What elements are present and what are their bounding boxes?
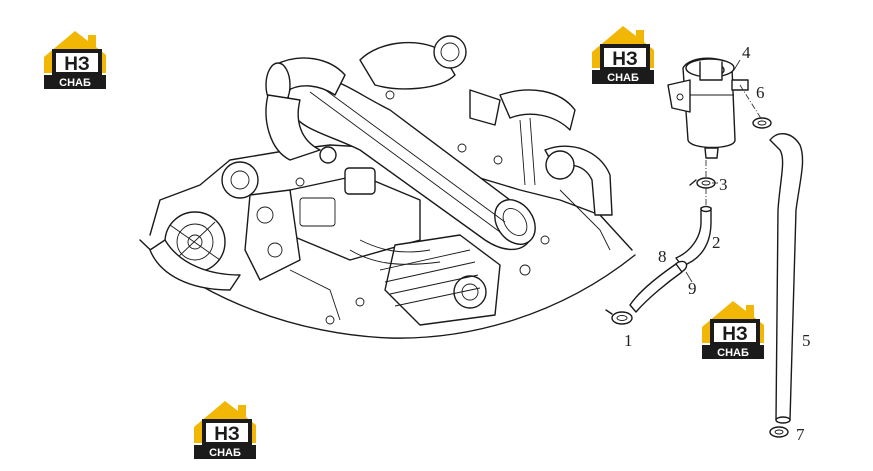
- callout-1: 1: [624, 331, 633, 350]
- logo-top-text: НЗ: [612, 49, 638, 70]
- logo-bottom-text: СНАБ: [59, 77, 91, 89]
- part-6-clamp: [752, 117, 772, 129]
- callout-4: 4: [742, 43, 751, 62]
- logo-bottom-text: СНАБ: [209, 447, 241, 459]
- logo-graphic: НЗ СНАБ: [592, 26, 654, 84]
- callout-6: 6: [756, 83, 765, 102]
- engine-assembly: [139, 35, 636, 339]
- logo-graphic: НЗ СНАБ: [194, 401, 256, 459]
- breather-assembly: [605, 57, 804, 438]
- callout-3: 3: [719, 175, 728, 194]
- watermark-logo: НЗ СНАБ: [40, 27, 110, 91]
- callout-5: 5: [802, 331, 811, 350]
- watermark-logo: НЗ СНАБ: [588, 22, 658, 86]
- logo-top-text: НЗ: [64, 54, 90, 75]
- logo-bottom-text: СНАБ: [607, 72, 639, 84]
- part-2-hose: [675, 207, 712, 267]
- callout-2: 2: [712, 233, 721, 252]
- part-5-hose: [769, 133, 804, 421]
- logo-graphic: НЗ СНАБ: [702, 301, 764, 359]
- separator-bracket: [667, 79, 691, 113]
- logo-bottom-text: СНАБ: [717, 347, 749, 359]
- callout-7: 7: [796, 425, 805, 444]
- watermark-logo: НЗ СНАБ: [190, 397, 260, 461]
- callout-9: 9: [688, 279, 697, 298]
- logo-top-text: НЗ: [214, 424, 240, 445]
- logo-top-text: НЗ: [722, 324, 748, 345]
- part-8-hose: [629, 263, 683, 313]
- callout-8: 8: [658, 247, 667, 266]
- part-7-clamp: [769, 426, 789, 438]
- watermark-logo: НЗ СНАБ: [698, 297, 768, 361]
- logo-graphic: НЗ СНАБ: [44, 31, 106, 89]
- part-1-clamp: [611, 311, 633, 325]
